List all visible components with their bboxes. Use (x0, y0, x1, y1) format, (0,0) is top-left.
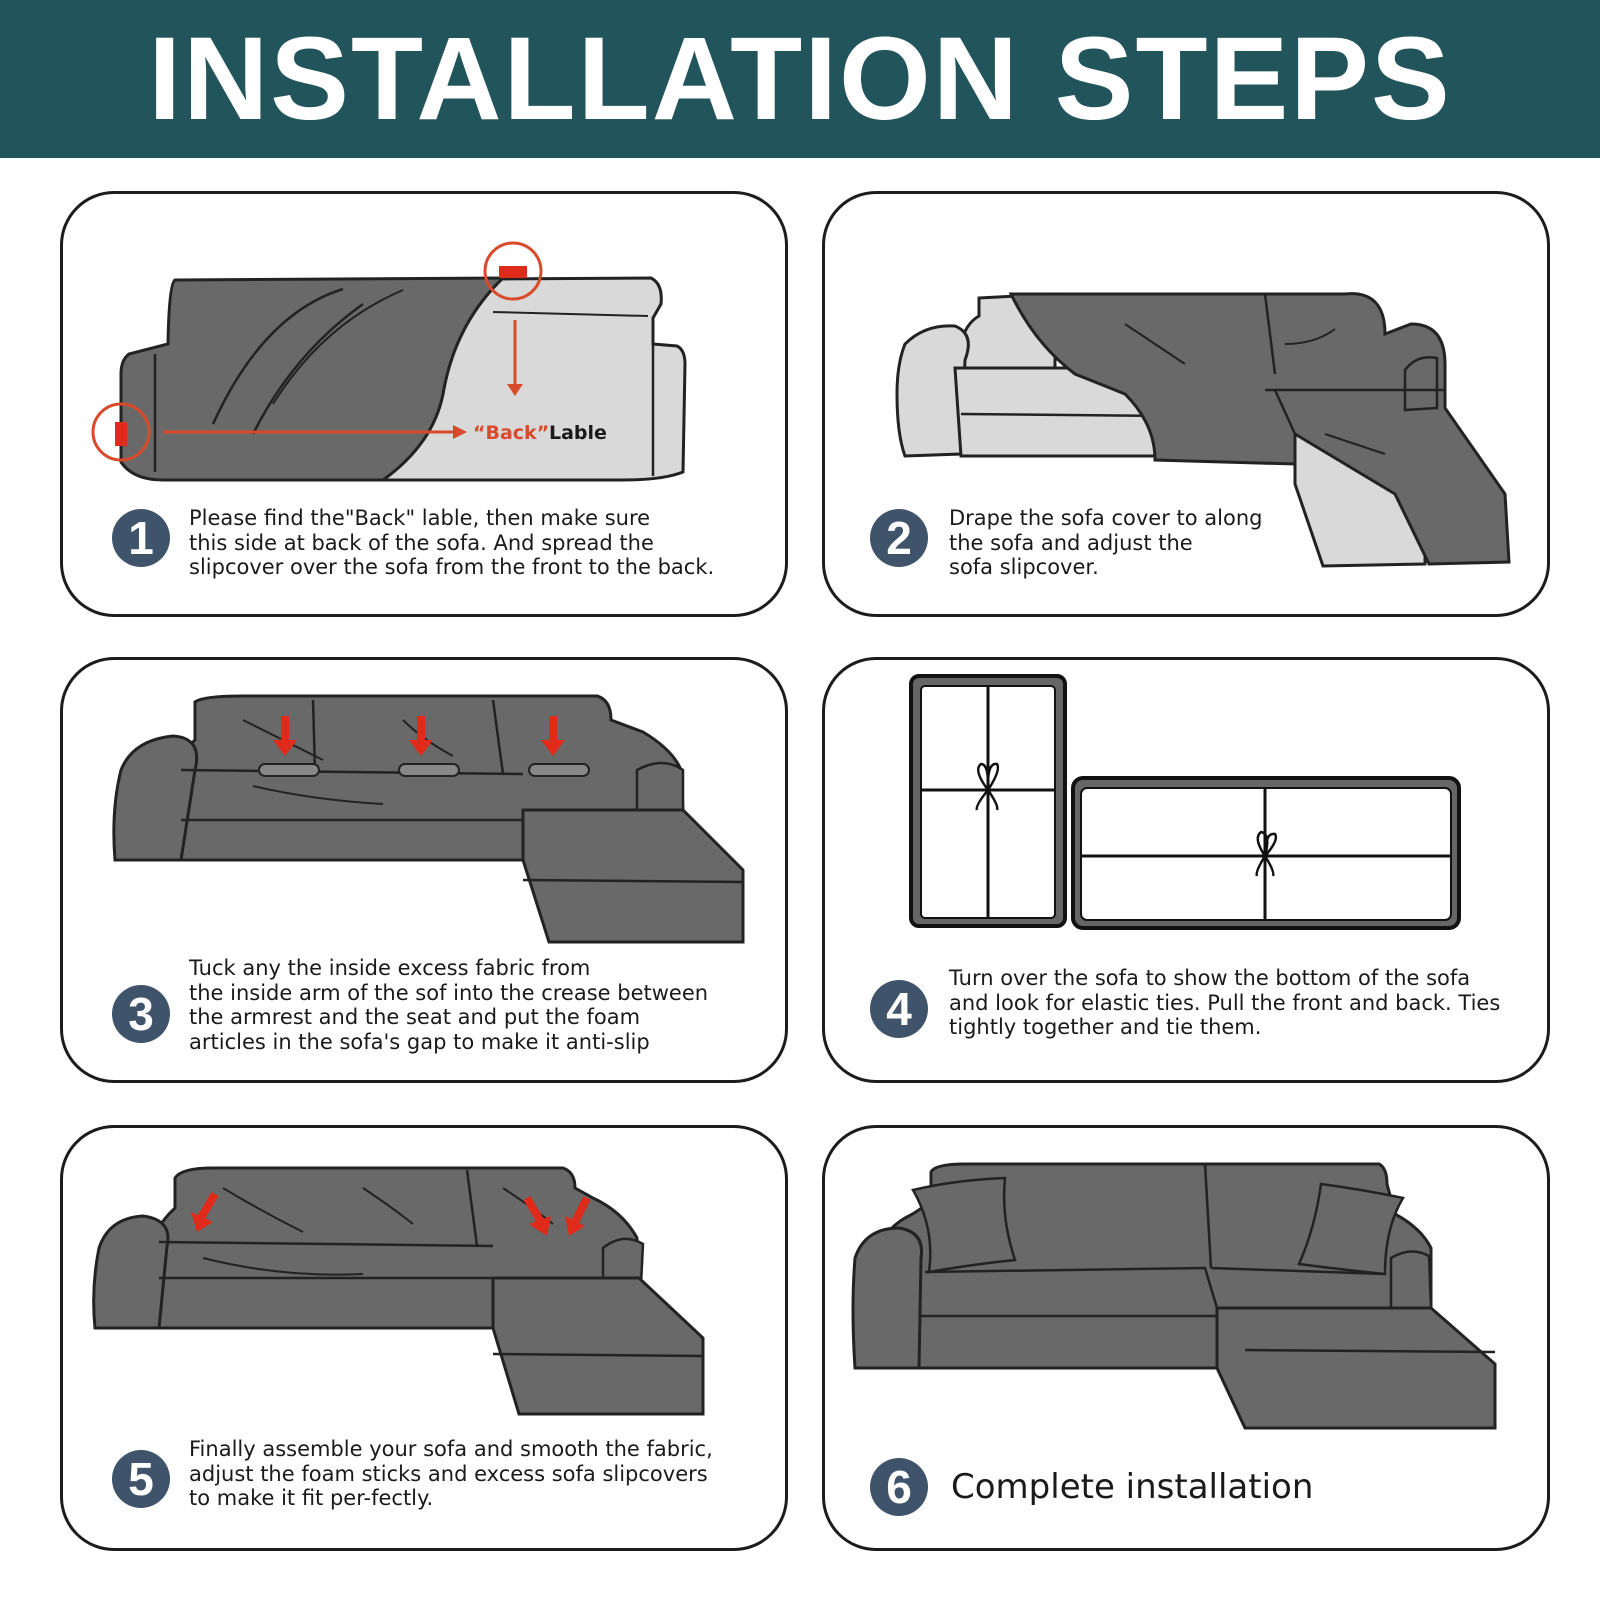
step-line: articles in the sofa's gap to make it an… (189, 1029, 650, 1054)
sofa-label-diagram: “Back” Lable (91, 241, 687, 482)
step-line: Tuck any the inside excess fabric from (189, 956, 591, 980)
arrow-down-icon (409, 716, 433, 756)
arrow-down-icon (273, 716, 297, 756)
arrow-down-icon (541, 716, 565, 756)
page-title: INSTALLATION STEPS (148, 13, 1452, 145)
finished-sofa-diagram (851, 1162, 1497, 1430)
step-line: Complete installation (951, 1467, 1314, 1507)
step-description: Please find the"Back" lable, then make s… (189, 506, 714, 580)
step-line: Turn over the sofa to show the bottom of… (949, 966, 1471, 990)
step-number-badge: 6 (870, 1458, 928, 1516)
step-description: Turn over the sofa to show the bottom of… (949, 966, 1500, 1040)
bow-icon (975, 762, 1000, 811)
elastic-ties-diagram (909, 674, 1461, 930)
step-line: this side at back of the sofa. And sprea… (189, 530, 654, 555)
tuck-foam-diagram (112, 694, 745, 944)
step-description: Tuck any the inside excess fabric from t… (189, 956, 708, 1054)
pillow-left (911, 1176, 1017, 1274)
step-card-4: 4 Turn over the sofa to show the bottom … (822, 657, 1550, 1083)
arrow-down-right-icon (523, 1195, 551, 1236)
step-line: sofa slipcover. (949, 555, 1099, 579)
step-line: the inside arm of the sof into the creas… (189, 980, 709, 1005)
step-description: Finally assemble your sofa and smooth th… (189, 1437, 713, 1511)
step-line: slipcover over the sofa from the front t… (189, 555, 715, 579)
step-line: Finally assemble your sofa and smooth th… (189, 1437, 713, 1461)
step-number-badge: 1 (112, 509, 170, 567)
step-line: to make it fit per-fectly. (189, 1486, 434, 1510)
arrow-down-icon (507, 384, 523, 396)
back-label-marker-top (483, 241, 543, 301)
arrow-down-left-icon (191, 1191, 219, 1232)
back-label-marker-side (91, 402, 151, 462)
smooth-fabric-diagram (92, 1166, 705, 1416)
step-card-2: 2 Drape the sofa cover to along the sofa… (822, 191, 1550, 617)
step-line: Please find the"Back" lable, then make s… (189, 506, 651, 530)
step-number-badge: 4 (870, 980, 928, 1038)
step-description: Drape the sofa cover to along the sofa a… (949, 506, 1262, 580)
step-line: the armrest and the seat and put the foa… (189, 1005, 641, 1029)
step-number-badge: 2 (870, 509, 928, 567)
step-line: and look for elastic ties. Pull the fron… (949, 990, 1501, 1015)
step-line: Drape the sofa cover to along (949, 506, 1263, 530)
arrow-down-left-icon (565, 1196, 591, 1236)
step-card-6: 6 Complete installation (822, 1125, 1550, 1551)
pillow-right (1297, 1182, 1405, 1276)
step-line: the sofa and adjust the (949, 530, 1193, 555)
header-banner: INSTALLATION STEPS (0, 0, 1600, 158)
step-number-badge: 3 (112, 985, 170, 1043)
step-line: tightly together and tie them. (949, 1015, 1262, 1039)
step-number-badge: 5 (112, 1450, 170, 1508)
sectional-drape-diagram (895, 292, 1511, 568)
back-label-text: “Back” (473, 422, 549, 444)
step-card-3: 3 Tuck any the inside excess fabric from… (60, 657, 788, 1083)
bow-icon (1255, 830, 1278, 877)
step-line: adjust the foam sticks and excess sofa s… (189, 1461, 708, 1486)
step-description: Complete installation (951, 1467, 1313, 1507)
step-card-1: “Back” Lable 1 Please find the"Back" lab… (60, 191, 788, 617)
lable-text: Lable (549, 422, 607, 444)
step-card-5: 5 Finally assemble your sofa and smooth … (60, 1125, 788, 1551)
arrow-right-icon (453, 425, 467, 439)
